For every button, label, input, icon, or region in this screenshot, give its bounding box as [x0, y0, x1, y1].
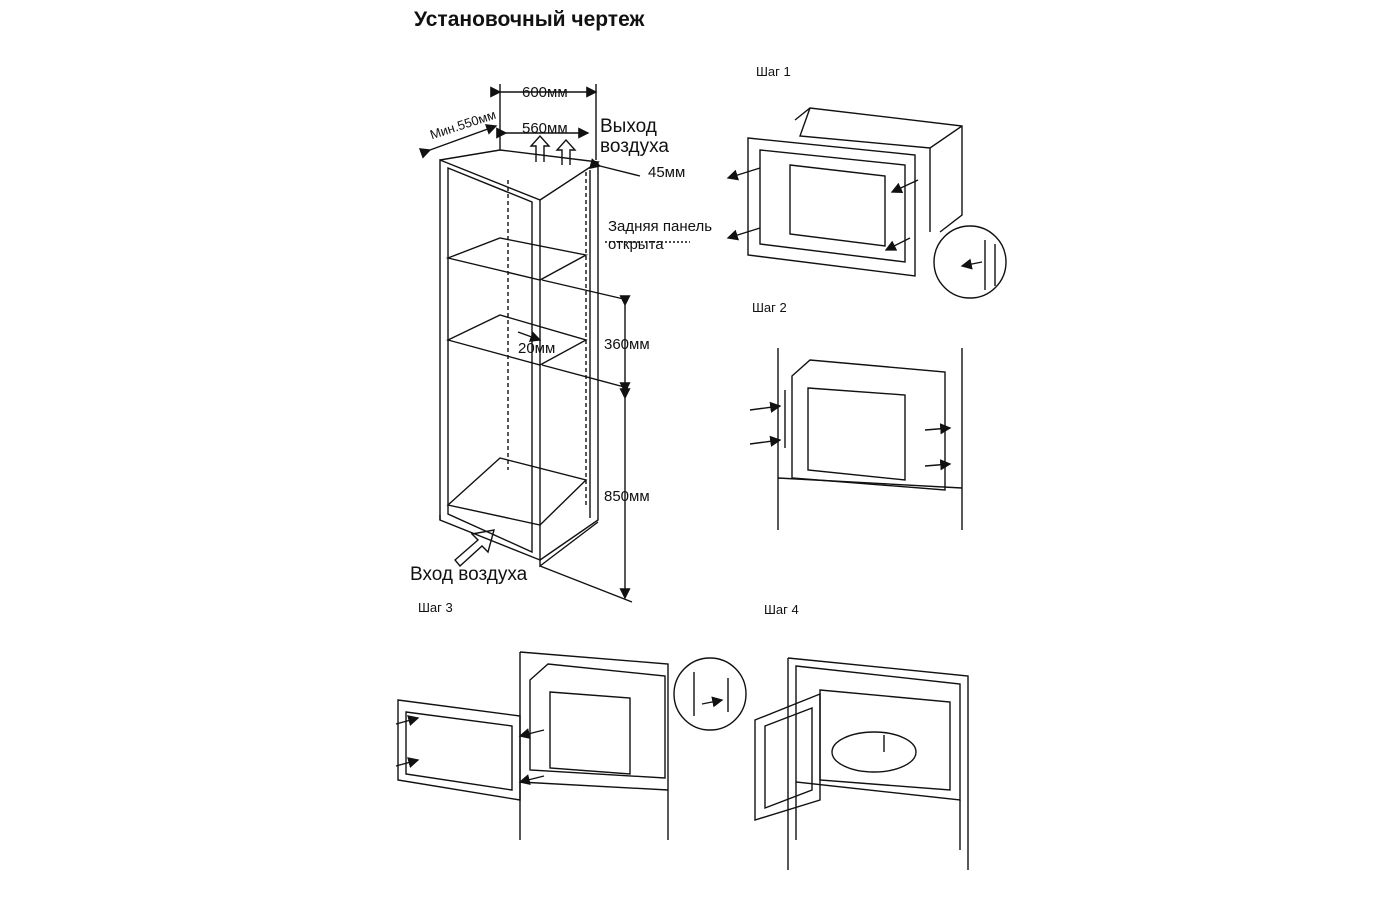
dim-600: 600мм: [522, 84, 568, 101]
dimension-lines: [418, 84, 690, 603]
step4-label: Шаг 4: [764, 602, 799, 617]
cabinet-drawing: [439, 149, 600, 568]
dim-560: 560мм: [522, 120, 568, 137]
dim-850: 850мм: [604, 488, 650, 505]
air-out-label-2: воздуха: [600, 136, 669, 157]
step3-drawing: [395, 651, 747, 840]
step2-drawing: [749, 348, 963, 530]
step1-drawing: [726, 107, 1007, 299]
step4-drawing: [754, 657, 969, 870]
dim-360: 360мм: [604, 336, 650, 353]
dim-45: 45мм: [648, 164, 686, 181]
air-in-label: Вход воздуха: [410, 564, 528, 585]
step3-label: Шаг 3: [418, 600, 453, 615]
rear-panel-label-2: открыта: [608, 236, 664, 253]
rear-panel-label-1: Задняя панель: [608, 218, 713, 235]
diagram-title: Установочный чертеж: [414, 8, 645, 31]
air-out-label-1: Выход: [600, 116, 657, 137]
step1-label: Шаг 1: [756, 64, 791, 79]
step2-label: Шаг 2: [752, 300, 787, 315]
dim-20: 20мм: [518, 340, 556, 357]
